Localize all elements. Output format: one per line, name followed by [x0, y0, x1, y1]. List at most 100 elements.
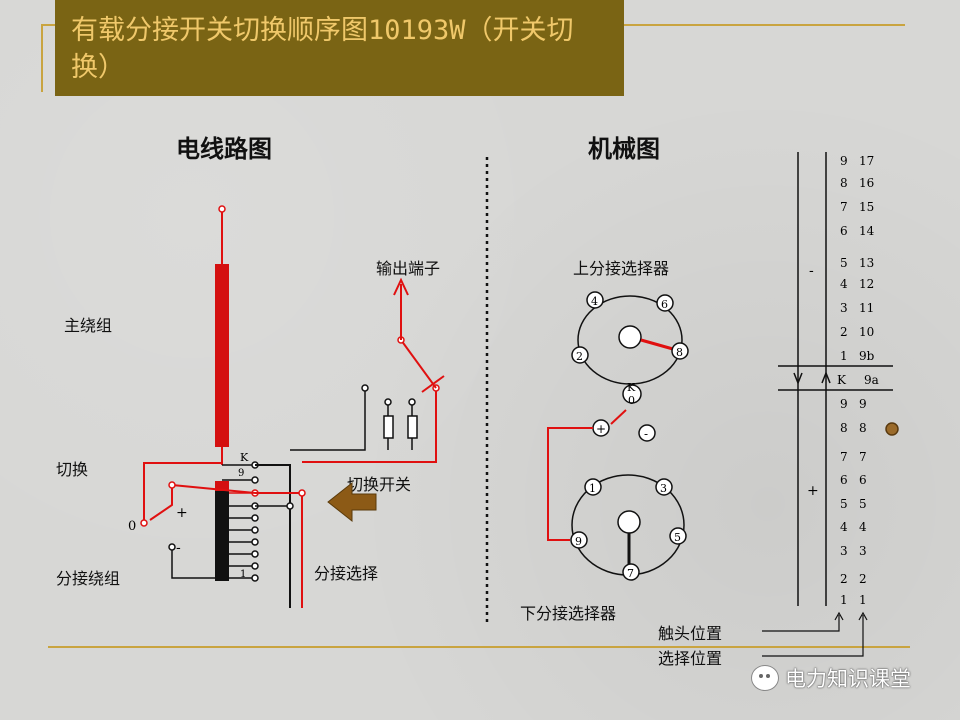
zero-label: 0	[128, 519, 136, 534]
lower-contact-5	[669, 527, 687, 545]
diverter-switch-label: 切换开关	[347, 475, 412, 494]
table-row-selection: 10	[859, 325, 874, 339]
selector-contact-left	[286, 502, 294, 510]
table-row-contact: 3	[840, 544, 848, 558]
lower-selector-hub	[617, 510, 641, 534]
table-row-contact: 4	[840, 520, 848, 534]
lower-number-1: 1	[589, 482, 596, 495]
table-row-contact: 4	[840, 277, 848, 291]
bottom-rule	[48, 646, 910, 648]
table-row-contact: K	[837, 373, 847, 387]
minus-sign: -	[176, 540, 181, 556]
lower-number-9: 9	[575, 535, 582, 548]
tap-selection-label: 分接选择	[314, 564, 379, 583]
table-row-selection: 9	[859, 397, 867, 411]
k-label: K	[627, 381, 636, 394]
circuit-heading: 电线路图	[176, 134, 272, 163]
table-row-contact: 1	[840, 349, 848, 363]
upper-selector-ring	[577, 295, 683, 385]
table-row-contact: 3	[840, 301, 848, 315]
selection-position-label: 选择位置	[658, 649, 723, 668]
table-row-contact: 5	[840, 497, 848, 511]
table-row-selection: 8	[859, 421, 867, 435]
watermark: 电力知识课堂	[751, 661, 911, 695]
main-winding-label: 主绕组	[64, 316, 113, 335]
upper-number-8: 8	[676, 346, 683, 359]
table-row-selection: 9a	[864, 373, 879, 387]
contact-position-label: 触头位置	[658, 624, 723, 643]
output-terminal-label: 输出端子	[376, 259, 441, 278]
table-row-selection: 4	[859, 520, 867, 534]
upper-number-4: 4	[591, 295, 598, 308]
table-row-selection: 11	[859, 301, 874, 315]
minus-return-wire	[171, 550, 215, 579]
upper-selector-hub	[618, 325, 642, 349]
main-winding-coil	[215, 264, 229, 447]
table-row-selection: 9b	[859, 349, 875, 363]
table-row-selection: 15	[859, 200, 874, 214]
lower-contact-9	[570, 531, 588, 549]
zero-terminal	[140, 519, 148, 527]
transition-resistor-right	[407, 415, 418, 439]
reversing-red-wire	[149, 483, 256, 521]
output-arrow-icon	[393, 277, 409, 296]
table-row-selection: 6	[859, 473, 867, 487]
lower-number-7: 7	[627, 567, 634, 580]
table-row-selection: 16	[859, 176, 874, 190]
table-down-arrow-icon	[793, 372, 803, 386]
minus-contact-label: -	[644, 427, 648, 441]
table-row-contact: 9	[840, 397, 848, 411]
lower-number-5: 5	[674, 531, 681, 544]
table-row-contact: 8	[840, 176, 848, 190]
table-row-contact: 8	[840, 421, 848, 435]
selection-leader-arrow-icon	[858, 611, 868, 621]
watermark-text: 电力知识课堂	[785, 667, 911, 691]
table-row-selection: 13	[859, 256, 874, 270]
table-row-selection: 5	[859, 497, 867, 511]
upper-contact-2	[571, 346, 589, 364]
lower-contact-1	[584, 478, 602, 496]
table-row-selection: 7	[859, 450, 867, 464]
selector-contact-right	[298, 489, 306, 497]
tap-leads	[229, 489, 259, 582]
table-minus-sign: -	[809, 263, 814, 279]
left-rule	[41, 24, 43, 92]
table-row-contact: 2	[840, 572, 848, 586]
upper-number-2: 2	[576, 350, 583, 363]
contact-leader-arrow-icon	[834, 611, 844, 621]
main-winding-terminal	[218, 205, 226, 213]
table-row-selection: 3	[859, 544, 867, 558]
title-banner: 有载分接开关切换顺序图10193W（开关切换）	[55, 0, 624, 96]
upper-contact-4	[586, 291, 604, 309]
mechanical-diagram: 4 6 8 2 K 0 + - 1 3 5 7 9	[547, 291, 689, 581]
table-row-contact: 1	[840, 593, 848, 607]
lower-number-3: 3	[660, 482, 667, 495]
diverter-black-path	[290, 388, 366, 451]
table-row-selection: 14	[859, 224, 875, 238]
tap-winding-label: 分接绕组	[56, 569, 121, 588]
plus-terminal	[168, 481, 176, 489]
lower-selector-label: 下分接选择器	[520, 604, 617, 623]
tap-9-terminal	[251, 476, 259, 484]
table-plus-sign: +	[807, 483, 819, 499]
plus-contact-label: +	[596, 422, 606, 436]
tap-1-label: 1	[240, 569, 246, 580]
tap-9-label: 9	[238, 468, 244, 479]
zero-label-mech: 0	[628, 394, 635, 407]
diverter-red-path	[302, 388, 437, 463]
minus-contact	[638, 424, 656, 442]
switching-label: 切换	[56, 460, 89, 479]
selector-bus-left	[255, 464, 291, 608]
transition-resistor-left	[383, 415, 394, 439]
plus-sign: +	[176, 505, 188, 521]
table-row-selection: 2	[859, 572, 867, 586]
k-tap-label: K	[240, 451, 249, 464]
wechat-icon	[751, 665, 779, 691]
table-up-arrow-icon	[821, 370, 831, 384]
upper-number-6: 6	[661, 298, 668, 311]
switching-red-wire	[143, 462, 222, 522]
